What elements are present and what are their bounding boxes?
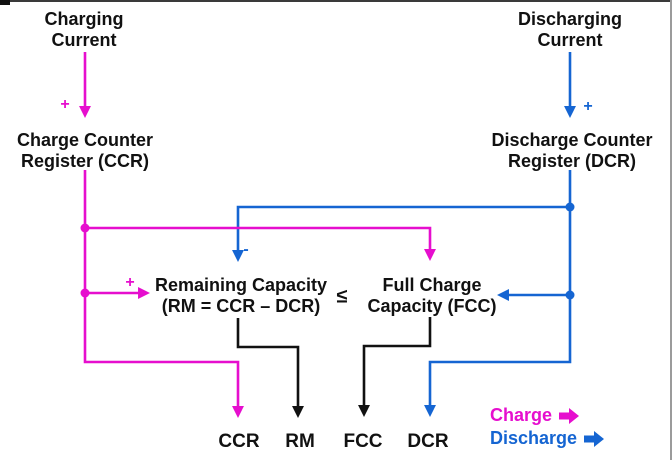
node-discharge-counter-line1: Discharge Counter (491, 130, 653, 150)
node-charge-counter-register: Charge Counter Register (CCR) (17, 130, 153, 172)
node-discharging-current: Discharging Current (518, 9, 622, 51)
legend-discharge-label: Discharge (490, 428, 578, 448)
dcr-junction-dot-upper (565, 202, 575, 212)
dcr-output-wire (424, 170, 572, 417)
remaining-plus-sign: + (125, 274, 135, 291)
node-charge-counter-line1: Charge Counter (16, 130, 154, 150)
top-left-corner-mark (0, 0, 10, 5)
node-discharging-current-line1: Discharging (517, 9, 623, 29)
output-label-fcc: FCC (343, 431, 383, 452)
legend-charge-label: Charge (490, 405, 553, 425)
discharge-arrow-icon (584, 430, 605, 447)
node-charging-current-line1: Charging (44, 9, 124, 29)
charging-plus-sign: + (60, 96, 70, 113)
dcr-junction-dot-lower (565, 290, 575, 300)
legend-charge: Charge (490, 405, 580, 426)
node-remaining-capacity: Remaining Capacity (RM = CCR – DCR) (155, 275, 327, 317)
node-charge-counter-line2: Register (CCR) (20, 151, 150, 171)
node-charging-current-line2: Current (51, 30, 117, 50)
output-label-rm: RM (285, 431, 315, 452)
rm-output-wire (236, 318, 304, 418)
node-full-charge-line2: Capacity (FCC) (367, 296, 497, 316)
right-edge-line (670, 0, 672, 460)
top-edge-line (0, 0, 672, 2)
comparator-lte: ≤ (336, 285, 348, 308)
node-full-charge-line1: Full Charge (382, 275, 482, 295)
output-label-ccr: CCR (218, 431, 260, 452)
ccr-to-fcc-branch-wire (85, 226, 436, 261)
node-charging-current: Charging Current (45, 9, 124, 51)
legend-discharge: Discharge (490, 428, 605, 449)
node-discharge-counter-register: Discharge Counter Register (DCR) (491, 130, 652, 172)
node-discharging-current-line2: Current (537, 30, 603, 50)
node-remaining-capacity-line1: Remaining Capacity (154, 275, 328, 295)
ccr-junction-dot-upper (80, 223, 90, 233)
output-label-dcr: DCR (407, 431, 449, 452)
ccr-output-wire (83, 170, 244, 418)
node-remaining-capacity-line2: (RM = CCR – DCR) (161, 296, 321, 316)
charge-arrow-icon (559, 407, 580, 424)
node-discharge-counter-line2: Register (DCR) (507, 151, 637, 171)
dcr-minus-branch-wire (232, 205, 570, 262)
fcc-output-wire (358, 317, 432, 417)
ccr-junction-dot-lower (80, 288, 90, 298)
node-full-charge-capacity: Full Charge Capacity (FCC) (367, 275, 496, 317)
remaining-minus-sign: - (243, 241, 249, 258)
discharging-plus-sign: + (583, 98, 593, 115)
